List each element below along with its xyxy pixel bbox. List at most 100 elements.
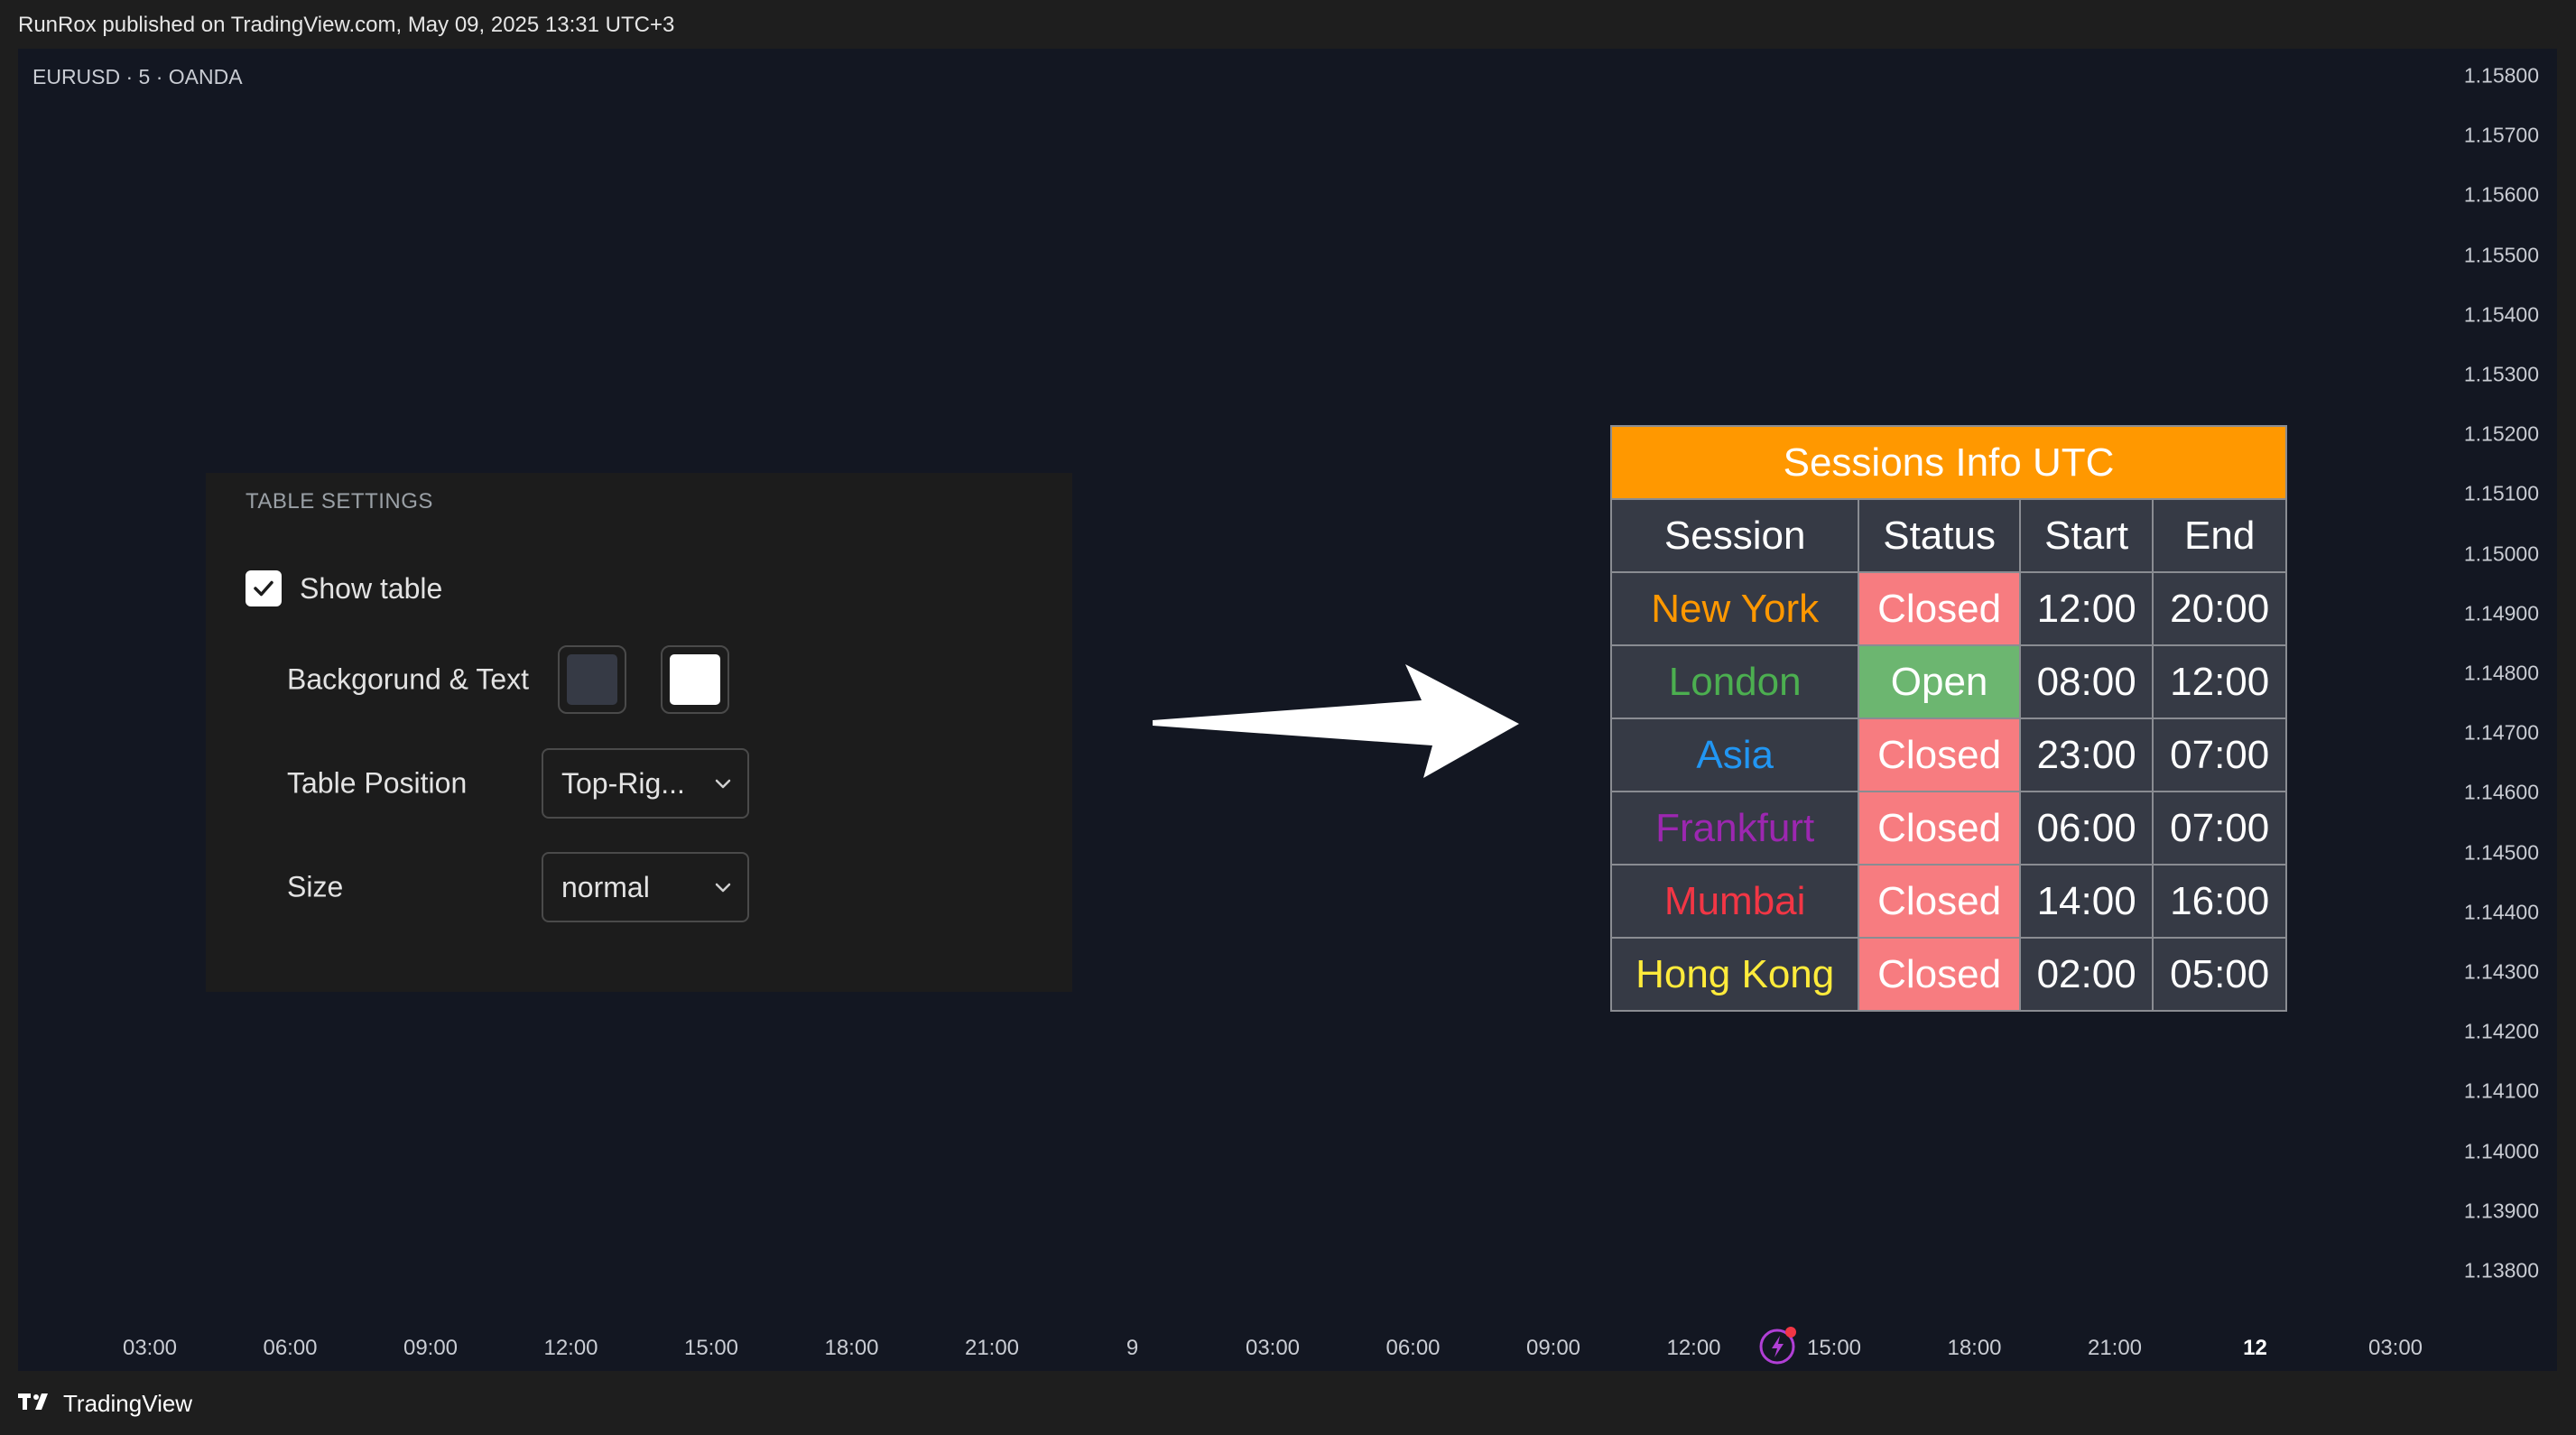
- publisher-info: RunRox published on TradingView.com, May…: [18, 13, 675, 37]
- session-status: Closed: [1858, 864, 2021, 939]
- price-label: 1.13900: [2463, 1199, 2539, 1223]
- background-color-swatch: [567, 654, 617, 705]
- time-label: 12: [2243, 1336, 2267, 1360]
- background-color-picker[interactable]: [558, 645, 626, 714]
- settings-title: TABLE SETTINGS: [246, 489, 433, 514]
- price-label: 1.15600: [2463, 182, 2539, 207]
- table-position-select[interactable]: Top-Rig...: [542, 748, 749, 819]
- time-label: 12:00: [543, 1336, 598, 1360]
- session-end: 07:00: [2152, 791, 2287, 866]
- time-label: 09:00: [403, 1336, 459, 1360]
- session-name: Frankfurt: [1609, 791, 1860, 866]
- table-settings-panel: TABLE SETTINGS Show table Backgorund & T…: [206, 473, 1072, 992]
- price-label: 1.13800: [2463, 1258, 2539, 1282]
- size-label: Size: [287, 870, 344, 903]
- session-name: London: [1609, 644, 1860, 719]
- price-label: 1.14700: [2463, 720, 2539, 745]
- session-name: Mumbai: [1609, 864, 1860, 939]
- text-color-picker[interactable]: [661, 645, 729, 714]
- size-value: normal: [561, 870, 650, 903]
- price-label: 1.14100: [2463, 1079, 2539, 1103]
- time-label: 06:00: [263, 1336, 318, 1360]
- chevron-down-icon: [715, 883, 731, 893]
- checkmark-icon: [254, 580, 273, 597]
- show-table-toggle[interactable]: Show table: [246, 570, 442, 606]
- price-label: 1.15200: [2463, 421, 2539, 446]
- header-end: End: [2152, 498, 2287, 573]
- tradingview-brand: TradingView: [63, 1390, 193, 1417]
- price-label: 1.14200: [2463, 1019, 2539, 1043]
- text-color-swatch: [670, 654, 720, 705]
- session-name: Hong Kong: [1609, 937, 1860, 1012]
- table-position-label: Table Position: [287, 766, 468, 800]
- time-label: 03:00: [1245, 1336, 1301, 1360]
- lightning-alert-icon[interactable]: [1758, 1324, 1800, 1366]
- session-status: Open: [1858, 644, 2021, 719]
- time-label: 03:00: [2368, 1336, 2423, 1360]
- price-label: 1.15300: [2463, 362, 2539, 386]
- time-label: 06:00: [1385, 1336, 1441, 1360]
- session-start: 23:00: [2018, 718, 2154, 792]
- price-label: 1.15400: [2463, 302, 2539, 327]
- header-status: Status: [1858, 498, 2021, 573]
- session-end: 16:00: [2152, 864, 2287, 939]
- chart-area[interactable]: EURUSD · 5 · OANDA 1.15800 1.15700 1.15600…: [18, 49, 2557, 1371]
- background-text-label: Backgorund & Text: [287, 662, 530, 696]
- price-label: 1.14500: [2463, 840, 2539, 865]
- price-label: 1.14000: [2463, 1139, 2539, 1163]
- price-label: 1.15000: [2463, 542, 2539, 566]
- chevron-down-icon: [715, 779, 731, 789]
- time-label: 18:00: [824, 1336, 879, 1360]
- tradingview-logo[interactable]: TradingView: [18, 1390, 192, 1418]
- session-start: 14:00: [2018, 864, 2154, 939]
- price-label: 1.15100: [2463, 481, 2539, 505]
- time-label: 21:00: [964, 1336, 1020, 1360]
- time-label: 03:00: [122, 1336, 178, 1360]
- header-start: Start: [2018, 498, 2154, 573]
- header-session: Session: [1609, 498, 1860, 573]
- session-start: 02:00: [2018, 937, 2154, 1012]
- sessions-table-title: Sessions Info UTC: [1610, 425, 2287, 500]
- session-name: Asia: [1609, 718, 1860, 792]
- price-label: 1.14800: [2463, 661, 2539, 685]
- time-label: 12:00: [1666, 1336, 1721, 1360]
- table-position-value: Top-Rig...: [561, 766, 685, 800]
- time-label: 21:00: [2087, 1336, 2143, 1360]
- price-label: 1.15700: [2463, 123, 2539, 147]
- price-label: 1.14600: [2463, 780, 2539, 804]
- session-status: Closed: [1858, 791, 2021, 866]
- price-label: 1.15500: [2463, 243, 2539, 267]
- time-label: 15:00: [1806, 1336, 1862, 1360]
- right-arrow-icon: [1153, 664, 1519, 778]
- time-label: 18:00: [1947, 1336, 2002, 1360]
- session-end: 07:00: [2152, 718, 2287, 792]
- price-label: 1.15800: [2463, 63, 2539, 88]
- session-name: New York: [1609, 571, 1860, 646]
- session-status: Closed: [1858, 718, 2021, 792]
- session-start: 08:00: [2018, 644, 2154, 719]
- tradingview-logo-icon: [18, 1390, 54, 1418]
- symbol-title: EURUSD · 5 · OANDA: [32, 65, 243, 88]
- session-start: 06:00: [2018, 791, 2154, 866]
- time-label: 15:00: [683, 1336, 739, 1360]
- time-label: 9: [1126, 1336, 1139, 1360]
- time-label: 09:00: [1525, 1336, 1581, 1360]
- sessions-info-table: Sessions Info UTC Session Status Start E…: [1609, 425, 2287, 1012]
- show-table-checkbox[interactable]: [246, 570, 282, 606]
- price-label: 1.14400: [2463, 900, 2539, 924]
- session-end: 05:00: [2152, 937, 2287, 1012]
- price-label: 1.14900: [2463, 601, 2539, 625]
- session-end: 12:00: [2152, 644, 2287, 719]
- price-label: 1.14300: [2463, 959, 2539, 984]
- session-status: Closed: [1858, 937, 2021, 1012]
- session-start: 12:00: [2018, 571, 2154, 646]
- session-status: Closed: [1858, 571, 2021, 646]
- size-select[interactable]: normal: [542, 852, 749, 922]
